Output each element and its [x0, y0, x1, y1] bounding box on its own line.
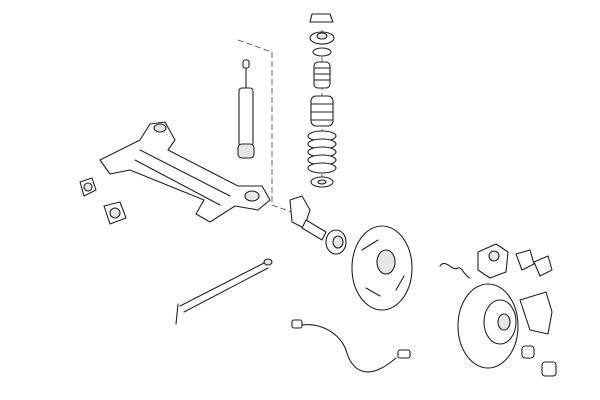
brake-disc: [457, 283, 519, 369]
brake-backing-plate: [351, 225, 413, 311]
assembly-guide-line: [237, 39, 301, 216]
caliper-carrier: [519, 291, 553, 335]
axle-bushings: [79, 177, 127, 225]
wheel-bearing: [325, 229, 347, 255]
brake-caliper: [477, 243, 509, 279]
coil-spring: [307, 130, 337, 188]
strut-mount-stack: [309, 13, 335, 127]
brake-pads: [515, 249, 553, 277]
dust-cap: [521, 345, 535, 359]
shock-absorber: [237, 59, 255, 159]
abs-sensor-cable: [291, 319, 411, 373]
handbrake-cable: [175, 258, 273, 325]
brake-hose: [439, 262, 471, 279]
stub-axle: [289, 195, 327, 241]
wheel-hub-nut: [541, 361, 557, 377]
rear-axle-beam: [99, 121, 271, 223]
